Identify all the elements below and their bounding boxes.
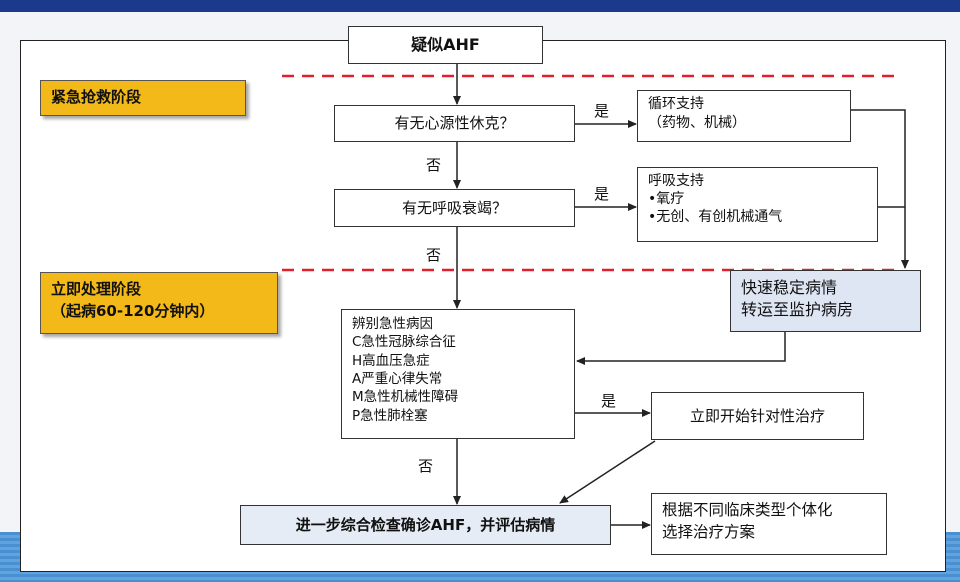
stage-emergency-label: 紧急抢救阶段	[51, 88, 142, 106]
stabilize-line2: 转运至监护病房	[741, 299, 854, 319]
identify-item: A严重心律失常	[352, 371, 443, 388]
stage-emergency: 紧急抢救阶段	[40, 80, 246, 116]
stage-immediate-timeframe: （起病60-120分钟内）	[51, 301, 215, 320]
label-yes-identify: 是	[601, 392, 617, 410]
node-resp-support: 呼吸支持 •氧疗 •无创、有创机械通气	[637, 167, 878, 242]
node-suspect-ahf-text: 疑似AHF	[411, 35, 480, 55]
arrow-circulation-to-stabilize	[851, 109, 909, 269]
node-stabilize: 快速稳定病情 转运至监护病房	[730, 270, 921, 332]
label-yes-resp: 是	[594, 185, 610, 203]
circulation-support-detail: （药物、机械）	[648, 114, 746, 131]
identify-item: H高血压急症	[352, 352, 430, 369]
identify-item: 辨别急性病因	[352, 316, 433, 332]
individualized-line2: 选择治疗方案	[662, 523, 756, 542]
resp-support-oxygen: •氧疗	[648, 191, 685, 208]
stabilize-line1: 快速稳定病情	[741, 278, 838, 297]
stage-immediate: 立即处理阶段 （起病60-120分钟内）	[40, 272, 278, 334]
node-individualized: 根据不同临床类型个体化 选择治疗方案	[651, 493, 887, 555]
stage-immediate-label: 立即处理阶段	[51, 280, 142, 298]
node-suspect-ahf: 疑似AHF	[348, 26, 543, 64]
arrow-targeted-to-further	[559, 440, 656, 504]
arrow-stabilize-to-identify	[576, 332, 786, 365]
identify-item: C急性冠脉综合征	[352, 334, 456, 351]
top-band	[0, 0, 960, 12]
resp-support-ventilation: •无创、有创机械通气	[648, 209, 783, 226]
node-shock-question-text: 有无心源性休克？	[394, 114, 515, 133]
node-further-exam: 进一步综合检查确诊AHF，并评估病情	[240, 505, 611, 545]
node-circulation-support: 循环支持 （药物、机械）	[637, 90, 851, 142]
node-identify-cause: 辨别急性病因 C急性冠脉综合征 H高血压急症 A严重心律失常 M急性机械性障碍 …	[341, 309, 575, 439]
label-no-shock: 否	[426, 156, 442, 174]
identify-item: P急性肺栓塞	[352, 407, 428, 424]
label-no-identify: 否	[418, 457, 434, 475]
identify-item: M急性机械性障碍	[352, 389, 459, 406]
circulation-support-title: 循环支持	[648, 96, 704, 112]
node-resp-question: 有无呼吸衰竭？	[334, 189, 575, 227]
node-further-exam-text: 进一步综合检查确诊AHF，并评估病情	[295, 515, 556, 534]
node-targeted-treatment-text: 立即开始针对性治疗	[689, 406, 825, 425]
node-shock-question: 有无心源性休克？	[334, 105, 575, 142]
resp-support-title: 呼吸支持	[648, 173, 704, 189]
individualized-line1: 根据不同临床类型个体化	[662, 501, 833, 519]
node-resp-question-text: 有无呼吸衰竭？	[401, 198, 507, 217]
label-yes-shock: 是	[594, 102, 610, 120]
node-targeted-treatment: 立即开始针对性治疗	[651, 392, 864, 440]
label-no-resp: 否	[426, 246, 442, 264]
